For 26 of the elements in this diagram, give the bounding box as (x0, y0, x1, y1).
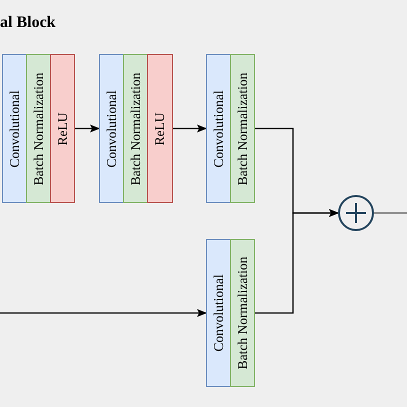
layer-label: ReLU (152, 112, 168, 145)
layer-label: ReLU (54, 112, 70, 145)
relu-layer (147, 54, 173, 203)
relu-layer (50, 54, 75, 203)
arrow (75, 124, 100, 132)
convolution-layer (206, 54, 231, 203)
batch-normalization-layer (26, 54, 51, 203)
batch-normalization-layer (123, 54, 148, 203)
layer-label: Convolutional (210, 274, 226, 352)
convolution-layer (206, 239, 231, 387)
batch-normalization-layer (230, 239, 255, 387)
convolution-layer (99, 54, 124, 203)
layer-label: Convolutional (6, 90, 22, 168)
layer-label: Batch Normalization (234, 256, 250, 370)
layer-label: Batch Normalization (234, 72, 250, 185)
layer-label: Convolutional (210, 90, 226, 168)
layer-label: Batch Normalization (128, 72, 144, 185)
arrow (255, 209, 339, 314)
batch-normalization-layer (230, 54, 255, 203)
convolution-layer (2, 54, 27, 203)
arrow (173, 124, 207, 132)
diagram-title: al Block (0, 14, 56, 32)
layer-label: Batch Normalization (30, 72, 46, 185)
sum-circle (338, 195, 374, 231)
layer-label: Convolutional (104, 90, 120, 168)
arrow (0, 309, 207, 317)
